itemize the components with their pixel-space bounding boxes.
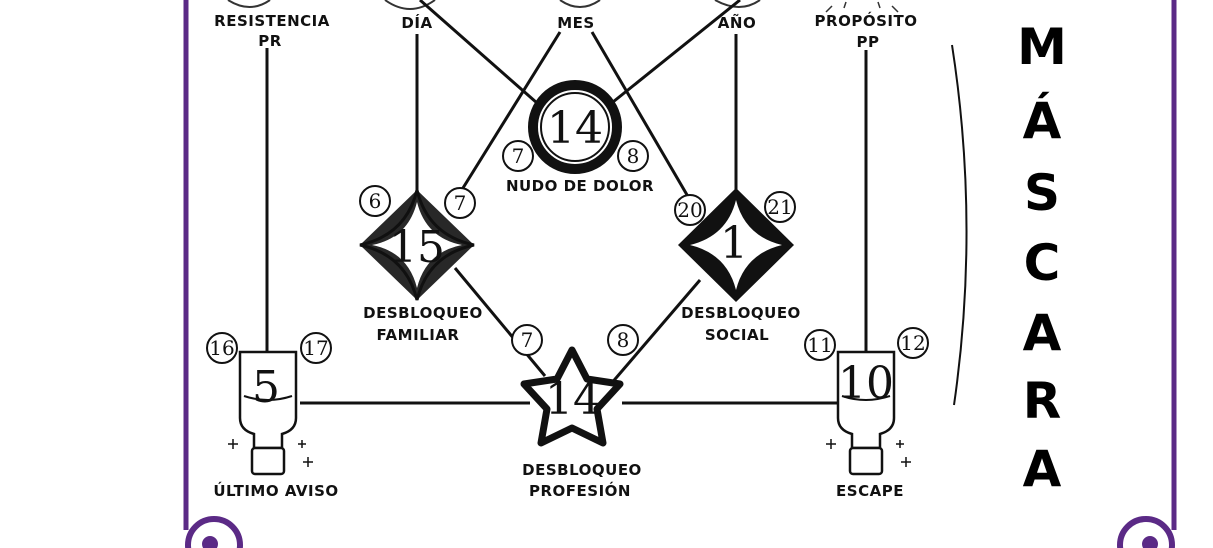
social-label-2: SOCIAL bbox=[705, 326, 769, 344]
profesion-value: 14 bbox=[545, 374, 601, 425]
mascara-letter: R bbox=[1023, 372, 1062, 430]
profesion-label-1: DESBLOQUEO bbox=[522, 461, 642, 479]
dia-label: DÍA bbox=[401, 13, 432, 32]
jar-icon bbox=[238, 350, 298, 476]
desbloqueo-familiar: 15 6 7 DESBLOQUEO FAMILIAR bbox=[359, 185, 483, 344]
familiar-label-1: DESBLOQUEO bbox=[363, 304, 483, 322]
jar-icon bbox=[836, 350, 896, 476]
desbloqueo-profesion: 14 7 8 DESBLOQUEO PROFESIÓN bbox=[511, 324, 642, 500]
bracket-line bbox=[951, 44, 968, 406]
nudo-value: 14 bbox=[547, 103, 603, 154]
sparkle-icon bbox=[826, 439, 911, 467]
mascara-letter: C bbox=[1024, 234, 1061, 292]
proposito-code: PP bbox=[857, 33, 880, 51]
nudo-de-dolor: 14 7 8 NUDO DE DOLOR bbox=[502, 80, 654, 195]
social-right-value: 21 bbox=[767, 195, 792, 219]
escape-value: 10 bbox=[838, 358, 894, 409]
mascara-letter: A bbox=[1023, 304, 1062, 362]
ultimo-left-value: 16 bbox=[209, 336, 234, 360]
star-icon bbox=[520, 346, 624, 447]
nudo-right-value: 8 bbox=[627, 144, 640, 168]
anio-label: AÑO bbox=[718, 13, 756, 32]
mascara-letter: A bbox=[1023, 440, 1062, 498]
familiar-value: 15 bbox=[389, 222, 445, 273]
escape-right-value: 12 bbox=[900, 331, 925, 355]
ultimo-value: 5 bbox=[252, 362, 280, 413]
escape: 10 11 12 ESCAPE bbox=[804, 327, 929, 500]
profesion-label-2: PROFESIÓN bbox=[529, 481, 631, 500]
mes-label: MES bbox=[557, 14, 594, 32]
profesion-left-value: 7 bbox=[521, 328, 534, 352]
escape-left-value: 11 bbox=[807, 333, 832, 357]
corner-ornament-right-icon bbox=[1117, 516, 1175, 548]
nudo-label: NUDO DE DOLOR bbox=[506, 177, 654, 195]
social-left-value: 20 bbox=[677, 198, 702, 222]
escape-label: ESCAPE bbox=[836, 482, 904, 500]
ultimo-aviso: 5 16 17 ÚLTIMO AVISO bbox=[206, 332, 338, 500]
sun-rays-icon bbox=[825, 1, 899, 13]
proposito-label: PROPÓSITO bbox=[815, 11, 918, 30]
mascara-letter: M bbox=[1017, 18, 1067, 76]
familiar-right-value: 7 bbox=[454, 191, 467, 215]
social-value: 1 bbox=[720, 218, 748, 269]
desbloqueo-social: 1 20 21 DESBLOQUEO SOCIAL bbox=[674, 188, 801, 344]
familiar-left-value: 6 bbox=[369, 189, 382, 213]
mascara-word: M Á S C A R A bbox=[1017, 18, 1067, 498]
social-label-1: DESBLOQUEO bbox=[681, 304, 801, 322]
profesion-right-value: 8 bbox=[617, 328, 630, 352]
ring-icon bbox=[528, 80, 622, 174]
frame bbox=[183, 0, 1177, 548]
ultimo-label: ÚLTIMO AVISO bbox=[213, 481, 338, 500]
mascara-letter: Á bbox=[1023, 91, 1062, 150]
familiar-label-2: FAMILIAR bbox=[377, 326, 460, 344]
connector-lines bbox=[265, 0, 868, 405]
resistencia-label: RESISTENCIA bbox=[214, 12, 330, 30]
resistencia-code: PR bbox=[258, 32, 282, 50]
sparkle-icon bbox=[228, 439, 313, 467]
corner-ornament-left-icon bbox=[185, 516, 243, 548]
nudo-left-value: 7 bbox=[512, 144, 525, 168]
mascara-letter: S bbox=[1024, 164, 1060, 222]
ultimo-right-value: 17 bbox=[303, 336, 328, 360]
